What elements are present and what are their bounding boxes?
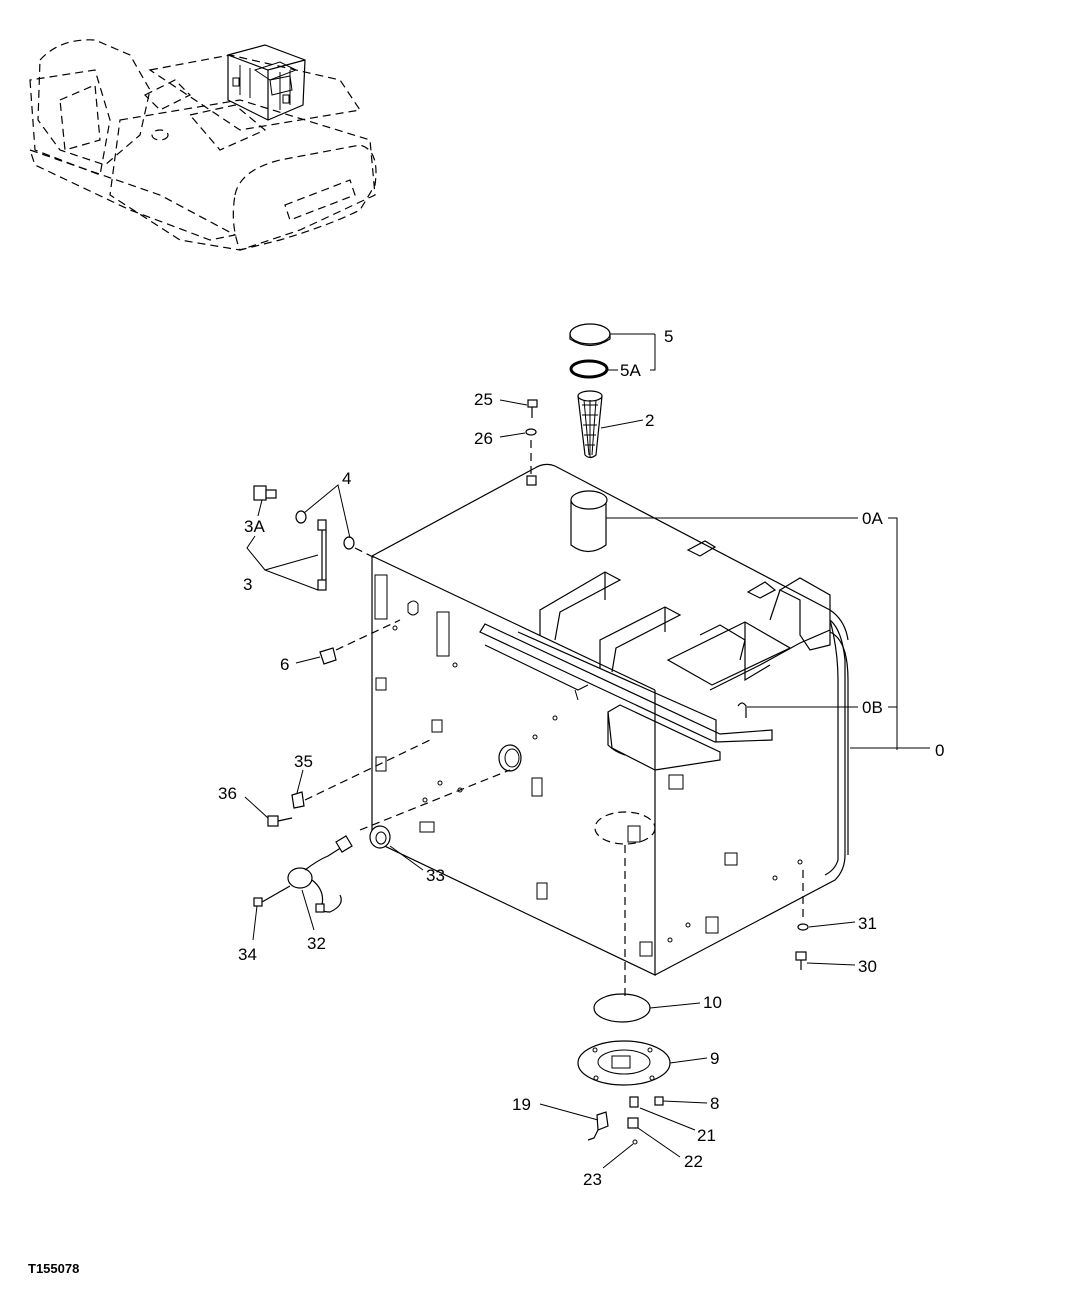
- hydraulic-oil-tank: [371, 463, 849, 976]
- leader-lines: [244, 333, 930, 1169]
- callout-3: 3: [243, 575, 252, 594]
- callout-25: 25: [474, 390, 493, 409]
- bolt-and-washer: [525, 399, 538, 486]
- cap-assembly: [569, 323, 611, 459]
- callout-labels: 5 5A 2 25 26 4 3A 3 0A 0B 0 6 35 36 33 3…: [218, 327, 944, 1189]
- callout-4: 4: [342, 469, 351, 488]
- callout-0: 0: [935, 741, 944, 760]
- callout-6: 6: [280, 655, 289, 674]
- mounting-pads: [374, 574, 738, 957]
- machine-locator-inset: [29, 39, 377, 251]
- callout-30: 30: [858, 957, 877, 976]
- callout-2: 2: [645, 411, 654, 430]
- callout-34: 34: [238, 945, 257, 964]
- callout-33: 33: [426, 866, 445, 885]
- callout-5A: 5A: [620, 361, 641, 380]
- sight-gauge-assembly: [253, 485, 376, 591]
- callout-10: 10: [703, 993, 722, 1012]
- callout-31: 31: [858, 914, 877, 933]
- strainer: [577, 390, 603, 459]
- highlighted-tank-in-inset: [227, 44, 306, 121]
- threaded-holes: [392, 625, 803, 943]
- level-sensor-assembly: [253, 769, 511, 913]
- callout-32: 32: [307, 934, 326, 953]
- filler-neck: [570, 490, 608, 553]
- bottom-cover-assembly: [577, 845, 671, 1145]
- drain-plug: [319, 619, 401, 665]
- callout-23: 23: [583, 1170, 602, 1189]
- harness-clamp: [267, 739, 431, 827]
- callout-3A: 3A: [244, 517, 265, 536]
- callout-8: 8: [710, 1094, 719, 1113]
- callout-36: 36: [218, 784, 237, 803]
- callout-22: 22: [684, 1152, 703, 1171]
- callout-0B: 0B: [862, 698, 883, 717]
- callout-19: 19: [512, 1095, 531, 1114]
- callout-9: 9: [710, 1049, 719, 1068]
- callout-35: 35: [294, 752, 313, 771]
- figure-code: T155078: [28, 1261, 79, 1276]
- callout-21: 21: [697, 1126, 716, 1145]
- callout-26: 26: [474, 429, 493, 448]
- callout-5: 5: [664, 327, 673, 346]
- callout-0A: 0A: [862, 509, 883, 528]
- top-brackets: [479, 490, 849, 855]
- mount-bolt-and-washer: [795, 870, 809, 970]
